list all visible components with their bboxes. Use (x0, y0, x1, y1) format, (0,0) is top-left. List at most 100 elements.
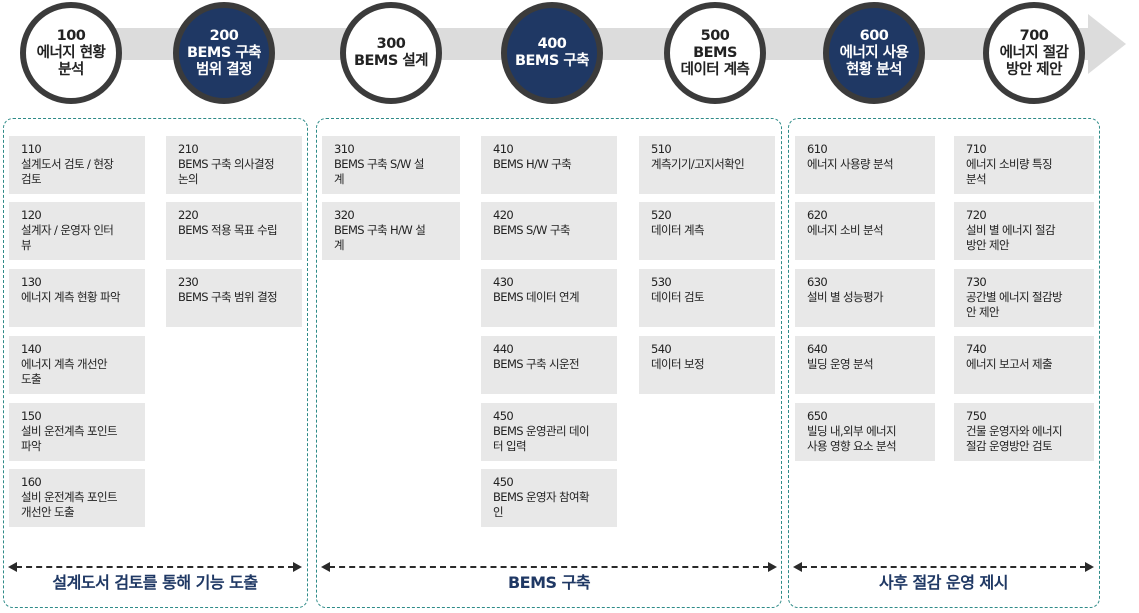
task-text: 에너지 계측 개선안 도출 (21, 357, 108, 386)
phase-span-line (801, 566, 1086, 568)
step-label: 에너지 절감 방안 제안 (999, 44, 1069, 78)
task-code: 450 (493, 409, 514, 423)
step-number: 700 (1019, 27, 1049, 44)
timeline-arrow-head (1088, 14, 1126, 74)
task-code: 220 (178, 208, 199, 222)
task-text: 설비 별 성능평가 (807, 290, 884, 304)
task-code: 230 (178, 275, 199, 289)
task-text: 설계자 / 운영자 인터 뷰 (21, 223, 114, 252)
arrow-right-icon (768, 562, 777, 572)
task-code: 640 (807, 342, 828, 356)
task-text: 설비 운전계측 포인트 개선안 도출 (21, 490, 118, 519)
task-text: 에너지 보고서 제출 (966, 357, 1053, 371)
task-text: BEMS H/W 구축 (493, 157, 572, 171)
task-code: 210 (178, 142, 199, 156)
phase-group-design-review (3, 118, 308, 608)
step-label: BEMS 설계 (353, 53, 429, 69)
task-text: 설비 운전계측 포인트 파악 (21, 424, 118, 453)
phase-label: BEMS 구축 (507, 573, 591, 592)
task-code: 650 (807, 409, 828, 423)
task-text: 빌딩 내,외부 에너지 사용 영향 요소 분석 (807, 424, 897, 453)
task-code: 410 (493, 142, 514, 156)
step-number: 600 (859, 27, 889, 44)
step-label: 에너지 현황 분석 (36, 44, 106, 78)
task-text: BEMS 구축 H/W 설 계 (334, 223, 426, 252)
task-code: 160 (21, 475, 42, 489)
phase-group-post-operation (788, 118, 1100, 608)
task-text: 에너지 소비 분석 (807, 223, 884, 237)
task-text: 설비 별 에너지 절감 방안 제안 (966, 223, 1056, 252)
phase-group-bems-build (316, 118, 782, 608)
task-code: 610 (807, 142, 828, 156)
task-text: BEMS S/W 구축 (493, 223, 570, 237)
task-text: BEMS 구축 의사결정 논의 (178, 157, 275, 186)
task-code: 130 (21, 275, 42, 289)
task-code: 420 (493, 208, 514, 222)
task-text: BEMS 구축 범위 결정 (178, 290, 278, 304)
task-code: 630 (807, 275, 828, 289)
task-text: 에너지 사용량 분석 (807, 157, 894, 171)
step-label: BEMS 데이터 계측 (680, 44, 750, 78)
arrow-left-icon (8, 562, 17, 572)
task-text: 데이터 검토 (651, 290, 705, 304)
task-text: 에너지 소비량 특징 분석 (966, 157, 1053, 186)
task-code: 750 (966, 409, 987, 423)
task-code: 720 (966, 208, 987, 222)
task-text: 건물 운영자와 에너지 절감 운영방안 검토 (966, 424, 1063, 453)
phase-span-line (329, 566, 769, 568)
task-text: 데이터 계측 (651, 223, 705, 237)
task-code: 540 (651, 342, 672, 356)
step-label: BEMS 구축 범위 결정 (186, 44, 262, 78)
task-text: 공간별 에너지 절감방 안 제안 (966, 290, 1063, 319)
task-code: 520 (651, 208, 672, 222)
task-code: 710 (966, 142, 987, 156)
task-code: 450 (493, 475, 514, 489)
task-text: BEMS 데이터 연계 (493, 290, 580, 304)
task-code: 320 (334, 208, 355, 222)
task-text: 계측기기/고지서확인 (651, 157, 745, 171)
task-text: 설계도서 검토 / 현장 검토 (21, 157, 114, 186)
task-code: 310 (334, 142, 355, 156)
task-text: BEMS 운영관리 데이 터 입력 (493, 424, 590, 453)
arrow-left-icon (321, 562, 330, 572)
task-text: 데이터 보정 (651, 357, 705, 371)
task-code: 740 (966, 342, 987, 356)
arrow-right-icon (1085, 562, 1094, 572)
step-number: 500 (700, 27, 730, 44)
task-code: 140 (21, 342, 42, 356)
step-label: BEMS 구축 (514, 53, 590, 69)
step-number: 200 (209, 27, 239, 44)
